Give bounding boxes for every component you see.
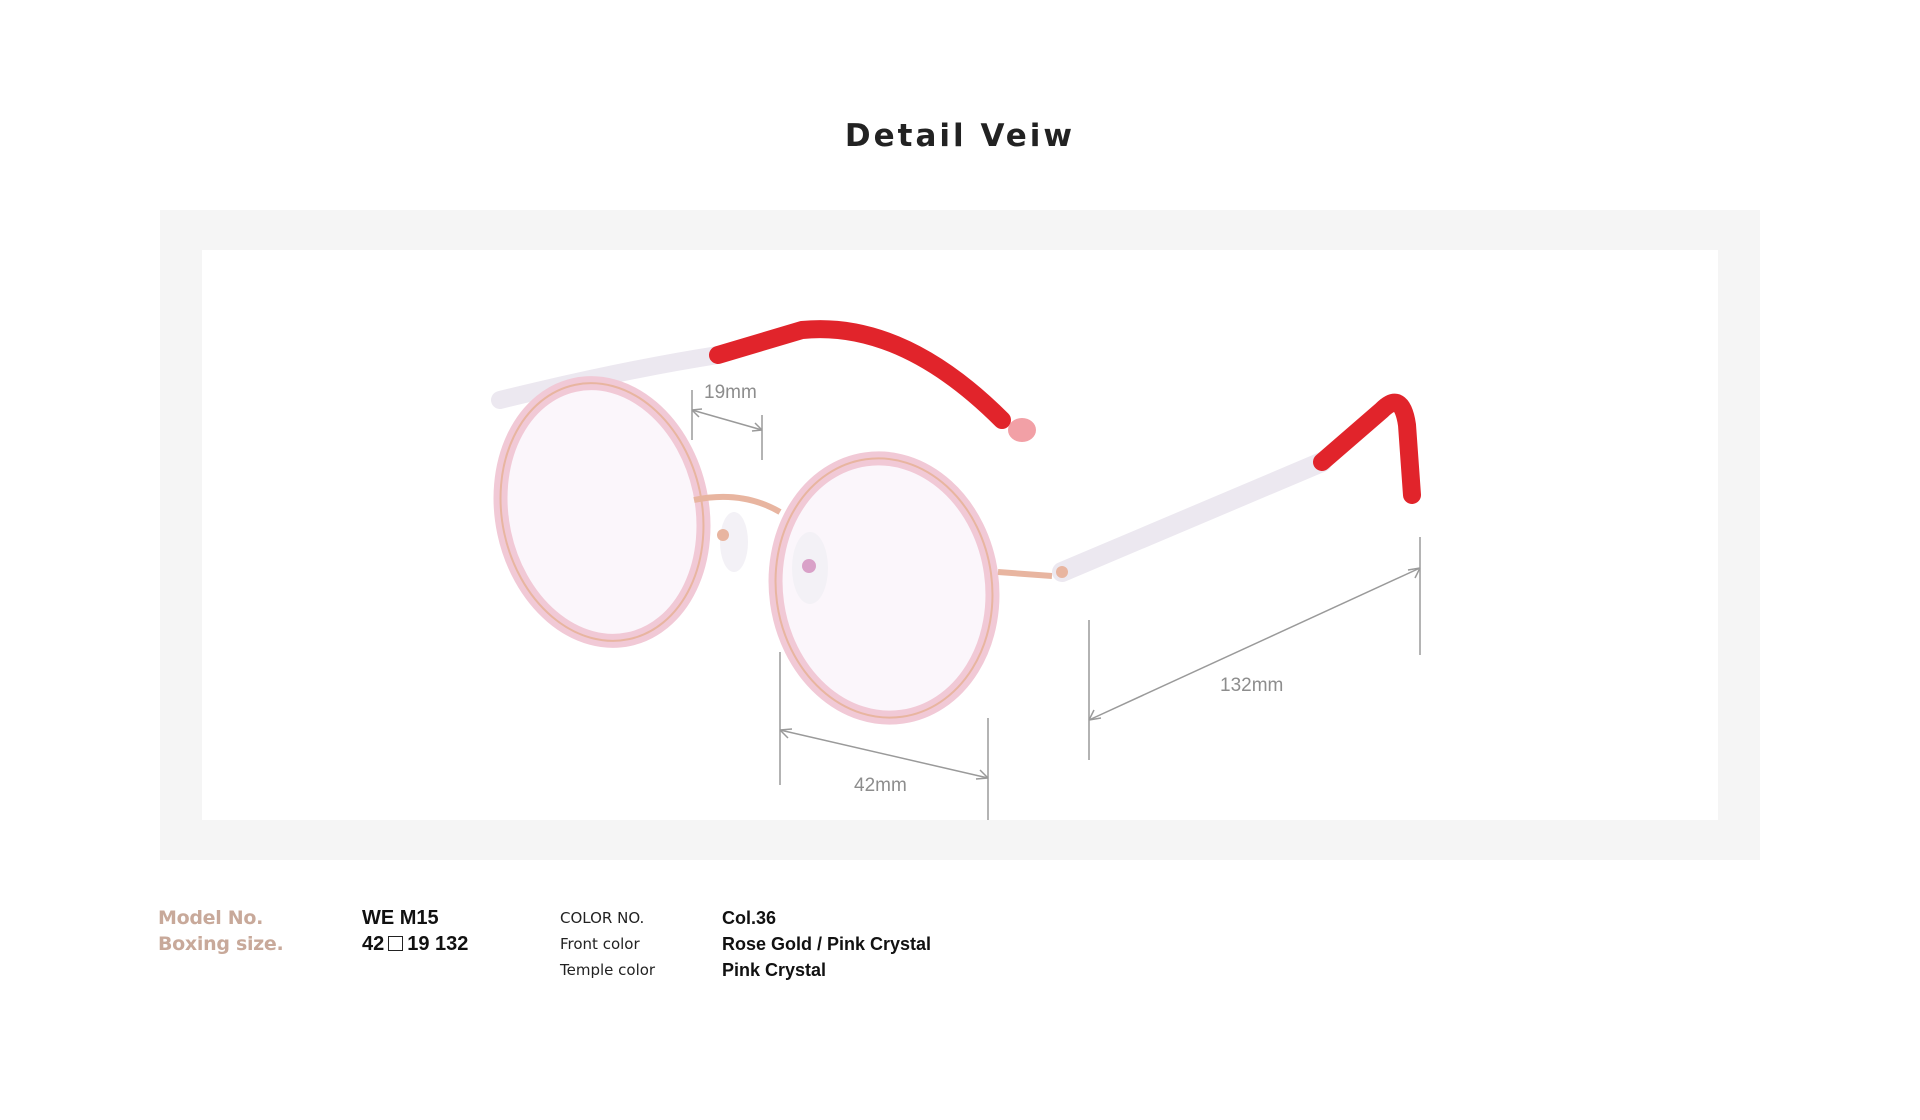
spec-table: Model No. Boxing size. WE M15 42 19 132 C… (0, 905, 1920, 1005)
color-values: Col.36 Rose Gold / Pink Crystal Pink Cry… (722, 905, 931, 983)
spec-values: WE M15 42 19 132 (362, 905, 468, 957)
right-lens (768, 451, 1000, 725)
spec-labels: Model No. Boxing size. (158, 905, 284, 957)
temple-dimension: 132mm (1088, 537, 1421, 760)
color-number-label: COLOR NO. (560, 909, 645, 927)
temple-dimension-label: 132mm (1220, 675, 1283, 696)
lens-dimension: 42mm (779, 652, 989, 820)
boxing-size-label: Boxing size. (158, 933, 284, 955)
product-image-frame: 19mm 42mm 132mm (160, 210, 1760, 860)
left-lens (493, 376, 711, 648)
temple-color-value: Pink Crystal (722, 960, 827, 980)
bridge-dimension-label: 19mm (704, 382, 757, 403)
front-color-label: Front color (560, 935, 640, 953)
bridge-dimension: 19mm (691, 382, 763, 460)
bridge (693, 493, 782, 572)
far-temple (491, 320, 1036, 442)
front-color-value: Rose Gold / Pink Crystal (722, 934, 932, 954)
eyeglasses-illustration: 19mm 42mm 132mm (491, 320, 1421, 820)
model-number-value: WE M15 (362, 907, 439, 929)
boxing-size-value: 42 19 132 (362, 931, 468, 957)
boxing-bridge-temple: 19 132 (407, 933, 469, 955)
color-number-value: Col.36 (722, 908, 777, 928)
product-image-panel: 19mm 42mm 132mm (202, 250, 1718, 820)
color-labels: COLOR NO. Front color Temple color (560, 905, 655, 983)
page-title: Detail Veiw (844, 118, 1076, 154)
model-number-label: Model No. (158, 907, 264, 929)
boxing-lens-size: 42 (362, 933, 385, 955)
temple-color-label: Temple color (560, 961, 656, 979)
near-temple (997, 393, 1421, 582)
square-icon (388, 936, 404, 951)
lens-dimension-label: 42mm (854, 775, 907, 796)
